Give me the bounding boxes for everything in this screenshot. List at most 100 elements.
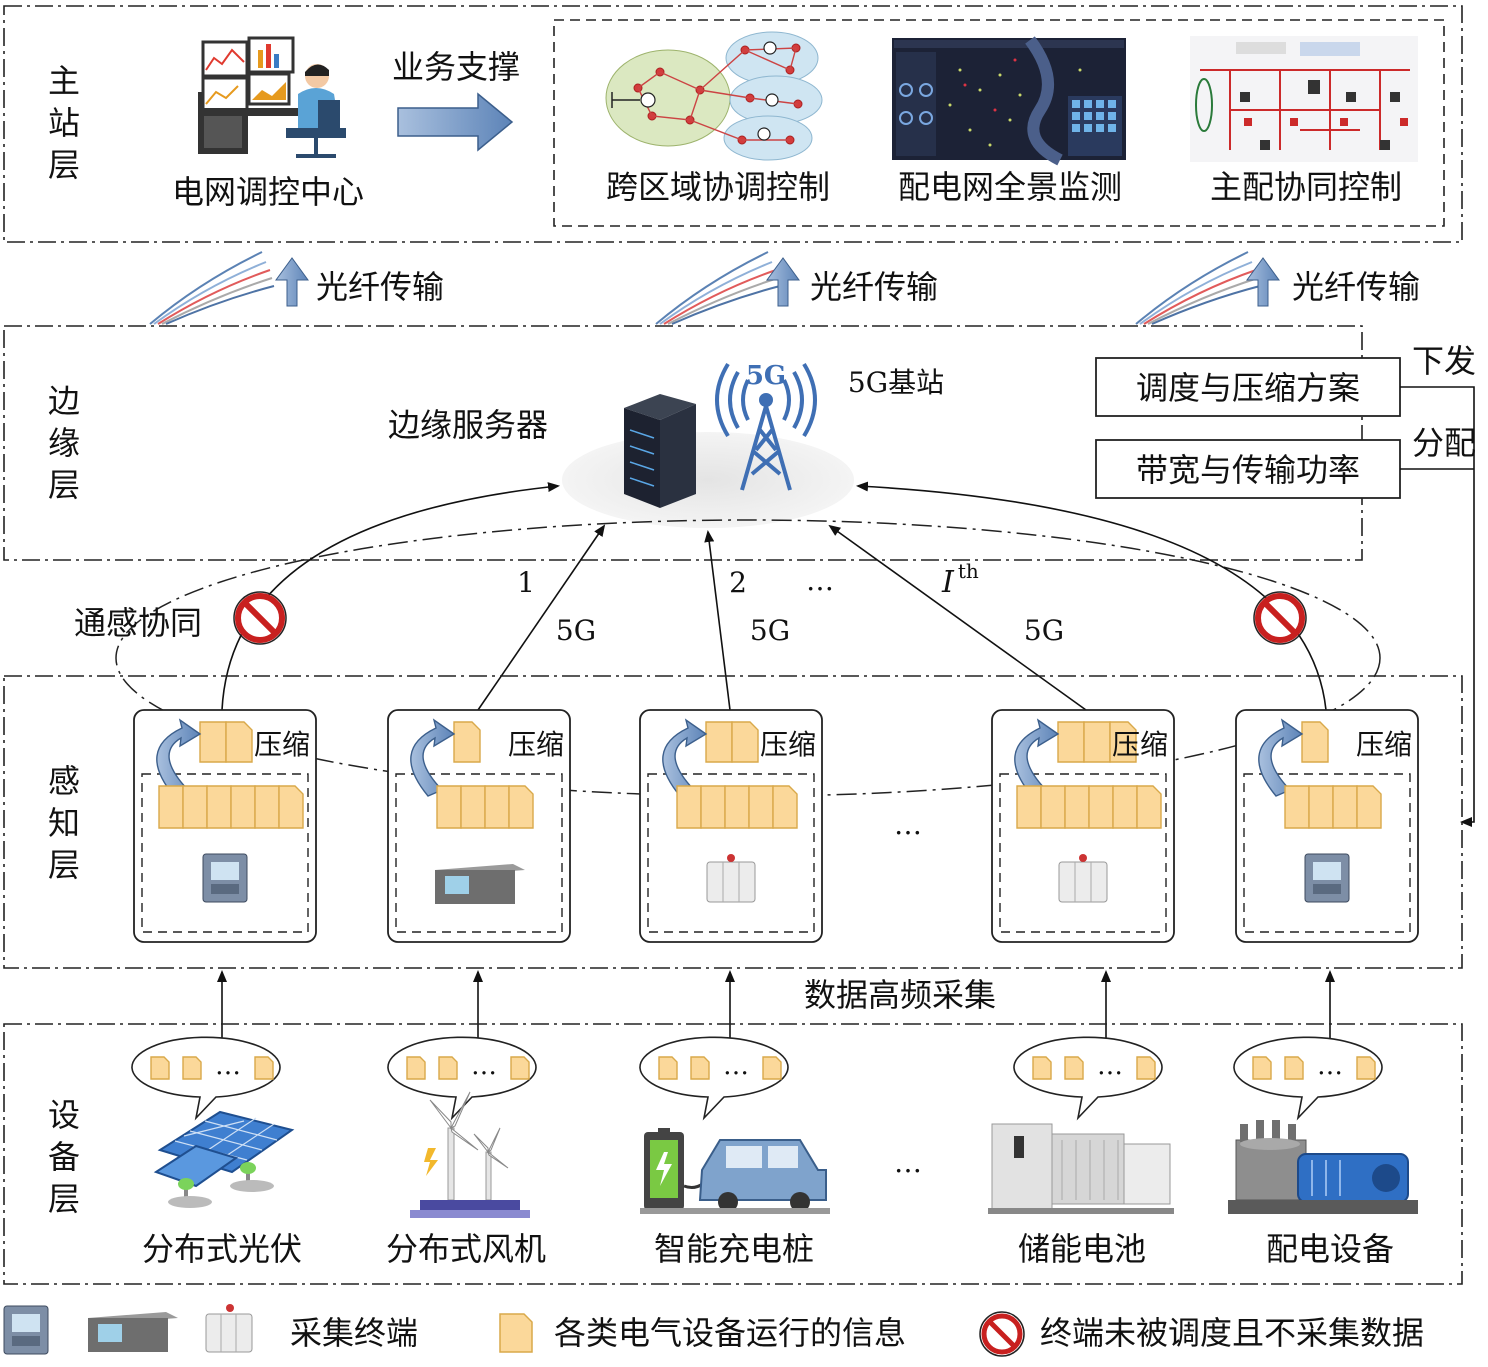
breaker-terminal-icon: [1058, 854, 1108, 903]
compress-label: 压缩: [1356, 728, 1412, 761]
sensing-layer-label-3: 层: [48, 846, 80, 884]
fiber-label-1: 光纤传输: [316, 268, 444, 306]
info-block: [406, 1056, 426, 1080]
scheme-box: [1095, 357, 1401, 417]
control-center-icon: [198, 36, 346, 158]
info-block: [1308, 785, 1334, 829]
link-ith-sup: th: [958, 559, 979, 583]
compress-arrow-icon: [1014, 718, 1060, 797]
meter-terminal-icon: [1304, 853, 1350, 903]
compress-label: 压缩: [760, 728, 816, 761]
info-block: [1284, 1056, 1304, 1080]
info-block: [762, 1056, 782, 1080]
bubble-ellipsis: …: [1097, 1051, 1123, 1081]
info-block: [199, 721, 227, 763]
info-block: [658, 1056, 678, 1080]
fiber-cable-icon: [1135, 251, 1261, 325]
sensing-terminal: 压缩: [133, 709, 317, 943]
compress-arrow-icon: [662, 718, 708, 797]
comm-sense-label: 通感协同: [74, 604, 202, 642]
terminal-buffer-frame: [141, 773, 309, 933]
link-index-ellipsis: …: [806, 564, 834, 597]
master-layer-label-3: 层: [48, 146, 80, 184]
info-block: [1040, 785, 1066, 829]
device-ellipsis: …: [894, 1146, 922, 1179]
info-block: [731, 721, 759, 763]
info-block: [508, 785, 534, 829]
terminal-buffer-frame: [647, 773, 815, 933]
legend-not-scheduled-label: 终端未被调度且不采集数据: [1040, 1314, 1424, 1352]
sensing-terminal: 压缩: [639, 709, 823, 943]
sensing-layer-frame: [3, 675, 1463, 969]
terminal-group: 压缩 压缩 压缩 压缩 压缩: [133, 709, 1419, 943]
device-layer-label-1: 设: [48, 1096, 80, 1134]
device-label-pv: 分布式光伏: [142, 1230, 302, 1268]
fiber-link-1: 光纤传输: [149, 251, 444, 325]
info-block: [1016, 785, 1042, 829]
app-label-cross-region: 跨区域协调控制: [606, 168, 830, 206]
fiber-up-arrow-icon: [1246, 257, 1280, 307]
cross-region-graph-icon: [605, 31, 823, 161]
collect-label: 数据高频采集: [804, 976, 996, 1014]
sensing-terminal: 压缩: [991, 709, 1175, 943]
rack-terminal-icon: [435, 864, 525, 904]
info-block: [438, 1056, 458, 1080]
terminal-buffer-frame: [1243, 773, 1411, 933]
info-block: [772, 785, 798, 829]
legend-info-block-icon: [499, 1313, 533, 1353]
info-block: [453, 721, 481, 763]
master-layer-label-1: 主: [48, 62, 80, 100]
link-5g-3: 5G: [1024, 614, 1064, 647]
legend: 采集终端 各类电气设备运行的信息 终端未被调度且不采集数据: [3, 1304, 1424, 1357]
edge-server-icon: [624, 394, 696, 508]
sensing-layer-label-1: 感: [48, 762, 80, 800]
device-label-distribution: 配电设备: [1266, 1230, 1394, 1268]
terminal-buffer-frame: [395, 773, 563, 933]
info-block: [1136, 1056, 1156, 1080]
info-block: [1057, 721, 1085, 763]
info-block: [1301, 721, 1329, 763]
info-block: [254, 785, 280, 829]
bubble-ellipsis: …: [1317, 1051, 1343, 1081]
bubble-group: ……………: [131, 1036, 1383, 1121]
link-index-2: 2: [729, 566, 747, 599]
device-label-charging: 智能充电桩: [654, 1230, 814, 1268]
info-block: [748, 785, 774, 829]
edge-layer-label-3: 层: [48, 466, 80, 504]
compress-label: 压缩: [508, 728, 564, 761]
info-block: [1284, 785, 1310, 829]
info-block: [225, 721, 253, 763]
sensing-layer-label-2: 知: [48, 804, 80, 842]
solar-panel-icon: [153, 1110, 295, 1208]
charging-pile-icon: [640, 1128, 830, 1214]
info-block: [278, 785, 304, 829]
panoramic-monitor-dashboard-icon: [892, 36, 1126, 166]
info-block: [182, 785, 208, 829]
link-terminal-2: [477, 524, 606, 711]
forbid-icon: [979, 1311, 1025, 1357]
base-station-label: 5G基站: [848, 366, 944, 399]
link-5g-1: 5G: [556, 614, 596, 647]
link-ith-main: I: [941, 565, 955, 600]
apps-frame: [553, 19, 1445, 227]
info-block: [676, 785, 702, 829]
info-block: [1088, 785, 1114, 829]
legend-meter-icon: [3, 1305, 49, 1355]
info-block: [724, 785, 750, 829]
distribution-equipment-icon: [1228, 1120, 1418, 1214]
master-layer-label-2: 站: [48, 104, 80, 142]
fiber-label-2: 光纤传输: [810, 268, 938, 306]
info-block: [1064, 785, 1090, 829]
compress-label: 压缩: [1112, 728, 1168, 761]
fiber-label-3: 光纤传输: [1292, 268, 1420, 306]
compress-arrow-icon: [156, 718, 202, 797]
info-block: [206, 785, 232, 829]
edge-layer-label-1: 边: [48, 382, 80, 420]
fiber-up-arrow-icon: [766, 257, 800, 307]
master-layer: 主 站 层 电网调控中心 业务支撑: [3, 5, 1463, 243]
app-label-panoramic-monitor: 配电网全景监测: [898, 168, 1122, 206]
fiber-link-2: 光纤传输: [655, 251, 938, 325]
bubble-ellipsis: …: [723, 1051, 749, 1081]
base-station-icon: 5G: [715, 361, 817, 491]
